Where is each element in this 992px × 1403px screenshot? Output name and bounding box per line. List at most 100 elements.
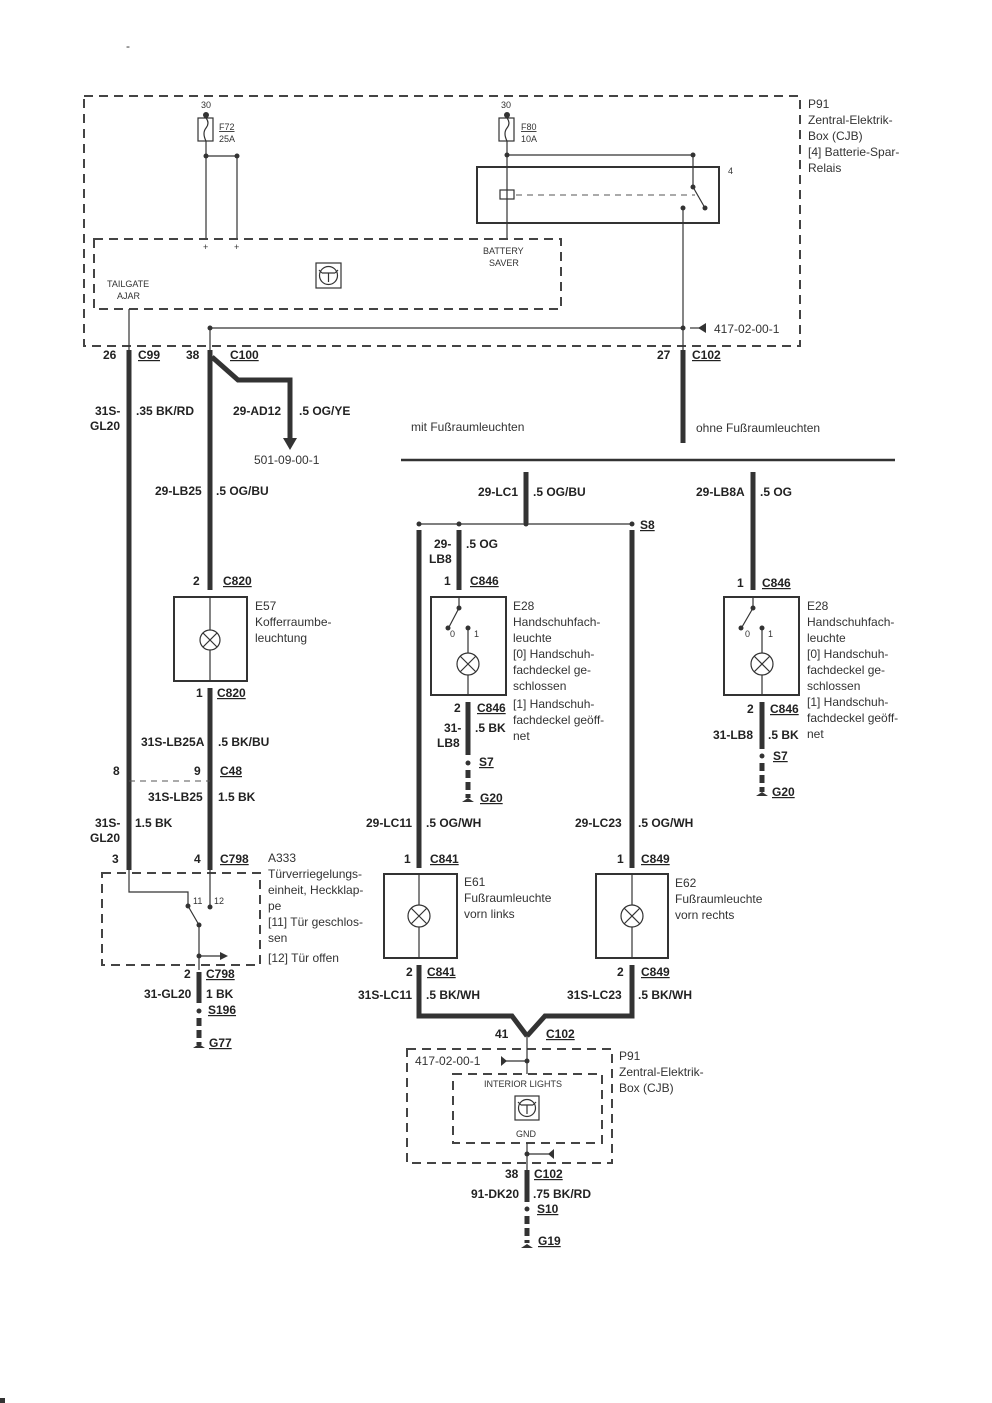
a333-door-lock-unit: 3 4 C798 11 12 A333 Türverriegelungs- ei… [101, 851, 363, 981]
e62-pin-bottom: 2 [617, 965, 624, 979]
fuse-element [203, 117, 209, 142]
c100-id: C100 [230, 348, 259, 362]
e57-pin-top: 2 [193, 574, 200, 588]
w31-gl20-spec: 1 BK [206, 987, 234, 1001]
a333-box [101, 872, 261, 966]
w31s-gl20b-circuit-1: GL20 [90, 831, 120, 845]
w29-lb8-spec: .5 OG [466, 537, 498, 551]
cjb-inner-module: + + TAILGATE AJAR BATTERY SAVER [93, 238, 562, 310]
c48-pin-right: 9 [194, 764, 201, 778]
e28-right-conn-bottom: C846 [770, 702, 799, 716]
s7a-label: S7 [479, 755, 494, 769]
w29-lc11-spec: .5 OG/WH [426, 816, 481, 830]
w31s-gl20-circuit-0: 31S- [95, 404, 120, 418]
e28-right-pin-top: 1 [737, 576, 744, 590]
e28-right-label-8: net [807, 727, 824, 741]
e28-left-label-7: fachdeckel geöff- [513, 713, 604, 727]
w31-lb8-spec: .5 BK [475, 721, 506, 735]
page-mark: - [126, 39, 130, 53]
cjb-top-border [83, 95, 801, 347]
battery-saver-label-0: BATTERY [483, 246, 524, 256]
w29-lb8-circuit-1: LB8 [429, 552, 452, 566]
glovebox-switch-icon [448, 607, 460, 628]
w29-lc1-spec: .5 OG/BU [533, 485, 586, 499]
fuse-f80-terminal [504, 112, 510, 118]
tailgate-label-1: AJAR [117, 291, 141, 301]
cjb-bottom-label-0: P91 [619, 1049, 641, 1063]
g77-label: G77 [209, 1036, 232, 1050]
door-switch-icon [187, 905, 200, 926]
fuse-f80: 30 F80 10A [498, 100, 696, 240]
w31-lb8b-circuit: 31-LB8 [713, 728, 753, 742]
e28-right-label-3: [0] Handschuh- [807, 647, 888, 661]
c102-out-pin: 38 [505, 1167, 519, 1181]
cjb-bottom-label-1: Zentral-Elektrik- [619, 1065, 704, 1079]
e28-left-glovebox-light: 1 C846 0 1 E28 Handschuhfach- leuchte [0… [430, 574, 604, 743]
e62-label-0: E62 [675, 876, 697, 890]
cjb-top-label-2: Box (CJB) [808, 129, 863, 143]
w29-lc23-circuit: 29-LC23 [575, 816, 622, 830]
g19-label: G19 [538, 1234, 561, 1248]
s196-label: S196 [208, 1003, 236, 1017]
a333-pin-bottom: 2 [184, 967, 191, 981]
cjb-bottom-module: 41 C102 417-02-00-1 INTERIOR LIGHTS GND … [406, 1027, 704, 1181]
e28-right-label-2: leuchte [807, 631, 846, 645]
e28-left-conn-bottom: C846 [477, 701, 506, 715]
cjb-bottom-border [406, 1048, 613, 1164]
g20a-label: G20 [480, 791, 503, 805]
w29-lc1-circuit: 29-LC1 [478, 485, 518, 499]
fuse-element [504, 117, 510, 142]
a333-conn-bottom: C798 [206, 967, 235, 981]
reference-arrow-icon [548, 1149, 554, 1159]
e28-left-pin-top: 1 [444, 574, 451, 588]
splice-s10 [524, 1206, 530, 1212]
e28-left-label-1: Handschuhfach- [513, 615, 600, 629]
interior-lights-label: INTERIOR LIGHTS [484, 1079, 562, 1089]
glovebox-switch-icon [741, 607, 754, 628]
w29-ad12-ref: 501-09-00-1 [254, 453, 320, 467]
w29-lb8-circuit-0: 29- [434, 537, 451, 551]
w91-dk20-circuit: 91-DK20 [471, 1187, 519, 1201]
e61-footwell-light-left: 1 C841 E61 Fußraumleuchte vorn links 2 C… [383, 852, 552, 979]
a333-switch-pos-0: 11 [193, 896, 202, 906]
s7b-label: S7 [773, 749, 788, 763]
e28-right-glovebox-light: 1 C846 0 1 E28 Handschuhfach- leuchte [0… [723, 576, 898, 741]
a333-conn-top: C798 [220, 852, 249, 866]
s8-label: S8 [640, 518, 655, 532]
w31s-gl20b-circuit-0: 31S- [95, 816, 120, 830]
e62-conn-top: C849 [641, 852, 670, 866]
e57-trunk-light: 2 C820 E57 Kofferraumbe- leuchtung 1 C82… [173, 574, 331, 700]
fuse-f80-id: F80 [521, 122, 537, 132]
w31s-lb25-circuit: 31S-LB25 [148, 790, 203, 804]
a333-label-2: einheit, Heckklap- [268, 883, 363, 897]
e61-conn-top: C841 [430, 852, 459, 866]
e28-right-label-7: fachdeckel geöff- [807, 711, 898, 725]
e28-right-label-1: Handschuhfach- [807, 615, 894, 629]
e28-right-switch-pos-0: 0 [745, 629, 750, 639]
transistor-icon [315, 262, 342, 289]
c48-pin-left: 8 [113, 764, 120, 778]
a333-label-3: pe [268, 899, 282, 913]
c102-pin: 27 [657, 348, 671, 362]
fuse-f72-supply: 30 [201, 100, 211, 110]
c99-id: C99 [138, 348, 160, 362]
c102-id: C102 [692, 348, 721, 362]
relay-pin: 4 [728, 166, 733, 176]
w31-gl20-circuit: 31-GL20 [144, 987, 192, 1001]
w91-dk20-spec: .75 BK/RD [533, 1187, 591, 1201]
w29-ad12-circuit: 29-AD12 [233, 404, 281, 418]
e28-right-switch-pos-1: 1 [768, 629, 773, 639]
e28-right-label-0: E28 [807, 599, 829, 613]
wire-31s-lc11 [416, 965, 529, 1038]
cjb-top-label-3: [4] Batterie-Spar- [808, 145, 899, 159]
battery-saver-relay: 4 [476, 155, 733, 330]
fuse-f72-id: F72 [219, 122, 235, 132]
e62-pin-top: 1 [617, 852, 624, 866]
e57-label-0: E57 [255, 599, 277, 613]
e57-label-1: Kofferraumbe- [255, 615, 331, 629]
c100-pin: 38 [186, 348, 200, 362]
e28-right-label-4: fachdeckel ge- [807, 663, 885, 677]
e61-pin-bottom: 2 [406, 965, 413, 979]
w29-lc23-spec: .5 OG/WH [638, 816, 693, 830]
